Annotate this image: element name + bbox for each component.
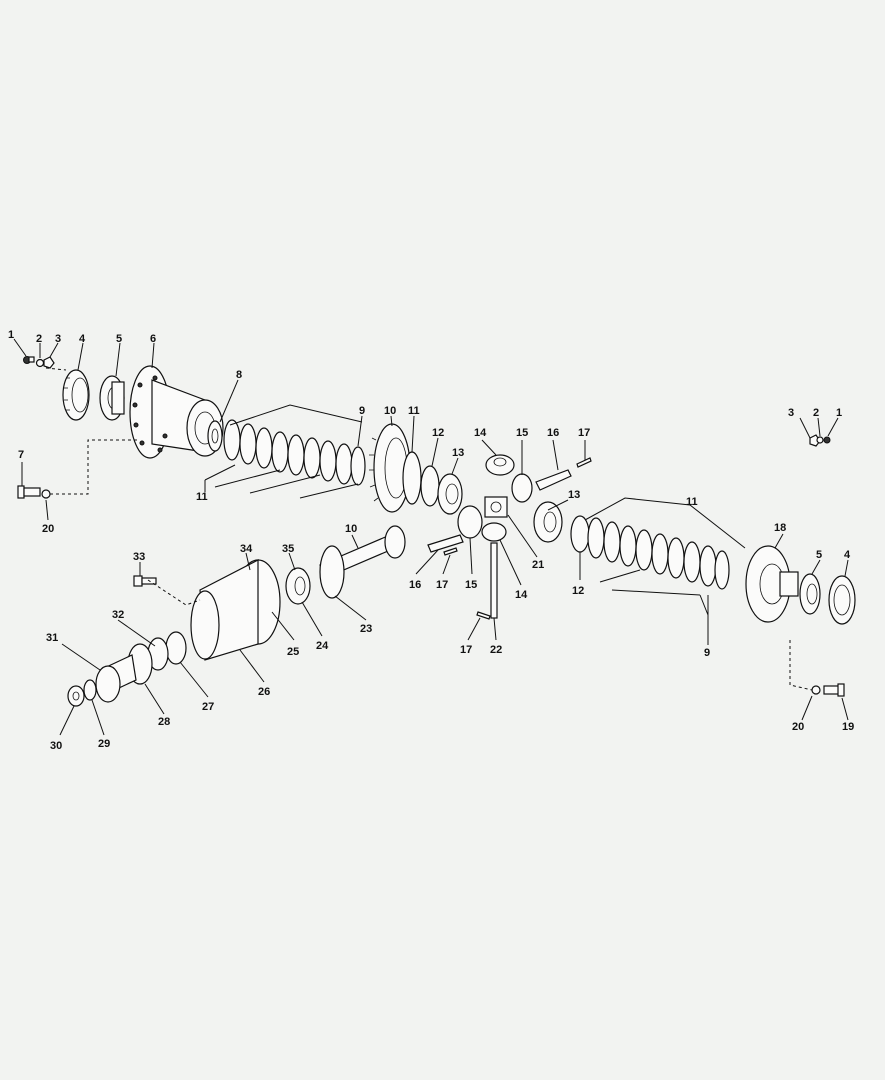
part-13-pressure-ring-right [533,501,563,543]
part-6-differential-case [129,365,224,459]
callout-2: 2 [36,333,42,345]
part-1-bolt-left [23,356,35,364]
callout-23: 23 [360,623,372,635]
part-2-washer-left [35,358,45,368]
part-8-thrust-washer [207,420,223,452]
part-19-20-bolt-right [811,683,845,697]
part-22-long-shaft [490,542,498,619]
callout-1: 1 [8,329,14,341]
callout-13: 13 [452,447,464,459]
callout-27: 27 [202,701,214,713]
callout-21: 21 [532,559,544,571]
callout-1: 1 [836,407,842,419]
part-14-pinion-gear-top [485,454,515,476]
part-21-spider-cross [484,496,508,518]
part-9-11-clutch-plates-right [587,517,730,590]
part-16-cross-shaft-right [535,469,572,491]
callout-3: 3 [788,407,794,419]
part-11-plate [402,451,422,505]
part-27-bearing [165,631,187,665]
callout-11: 11 [408,405,420,417]
callout-18: 18 [774,522,786,534]
part-3-lock-plate-left [43,356,55,369]
callout-8: 8 [236,369,242,381]
part-4-bearing-ring-right [828,575,856,625]
callout-35: 35 [282,543,294,555]
callout-7: 7 [18,449,24,461]
callout-14: 14 [474,427,487,439]
callout-31: 31 [46,632,58,644]
callout-12: 12 [432,427,444,439]
callout-labels: 1 2 3 4 5 6 7 8 9 10 11 12 13 14 15 16 1… [8,329,854,752]
callout-9: 9 [359,405,365,417]
callout-16: 16 [409,579,421,591]
part-10-ring-gear [369,423,411,513]
part-29-washer [83,679,97,701]
callout-33: 33 [133,551,145,563]
callout-34: 34 [240,543,253,555]
part-26-pinion-cage [190,559,281,661]
callout-22: 22 [490,644,502,656]
callout-20: 20 [792,721,804,733]
callout-32: 32 [112,609,124,621]
callout-15: 15 [516,427,528,439]
callout-13: 13 [568,489,580,501]
part-15-pinion-gear-left [457,505,483,539]
callout-4: 4 [79,333,86,345]
part-31-companion-flange [95,654,137,703]
callout-3: 3 [55,333,61,345]
callout-6: 6 [150,333,156,345]
callout-2: 2 [813,407,819,419]
part-24-bearing [285,567,311,605]
part-5-bearing-right [799,573,821,615]
leader-lines [13,338,849,736]
callout-28: 28 [158,716,170,728]
part-1-3-lock-right [809,434,831,447]
part-16-cross-shaft-left [427,534,464,553]
callout-30: 30 [50,740,62,752]
callout-4: 4 [844,549,851,561]
callout-15: 15 [465,579,477,591]
callout-10: 10 [345,523,357,535]
callout-17: 17 [460,644,472,656]
part-4-bearing-ring-left [62,369,90,421]
callout-5: 5 [816,549,822,561]
callout-12: 12 [572,585,584,597]
part-12-side-gear-left [420,465,440,507]
callout-20: 20 [42,523,54,535]
callout-29: 29 [98,738,110,750]
part-15-pinion-gear-right [511,473,533,503]
callout-16: 16 [547,427,559,439]
callout-17: 17 [436,579,448,591]
part-14-pinion-gear-bottom [481,522,507,542]
part-13-pressure-ring-left [437,473,463,515]
part-17-pin-left [443,547,458,556]
callout-10: 10 [384,405,396,417]
callout-26: 26 [258,686,270,698]
callout-25: 25 [287,646,299,658]
callout-14: 14 [515,589,528,601]
callout-9: 9 [704,647,710,659]
callout-11: 11 [196,491,208,503]
part-7-20-bolt-left [17,485,51,499]
callout-24: 24 [316,640,329,652]
part-23-shim [319,545,345,599]
callout-17: 17 [578,427,590,439]
callout-11: 11 [686,496,698,508]
part-18-case-cover [745,545,799,623]
part-12-side-gear-right [570,515,590,553]
part-30-nut [67,685,85,707]
part-5-bearing-left [99,375,125,421]
callout-5: 5 [116,333,122,345]
part-17-pin-right [576,457,592,468]
part-17-pin-bottom [476,611,491,620]
part-9-11-clutch-plates-left [223,419,366,486]
part-33-bolt [133,575,157,587]
callout-19: 19 [842,721,854,733]
